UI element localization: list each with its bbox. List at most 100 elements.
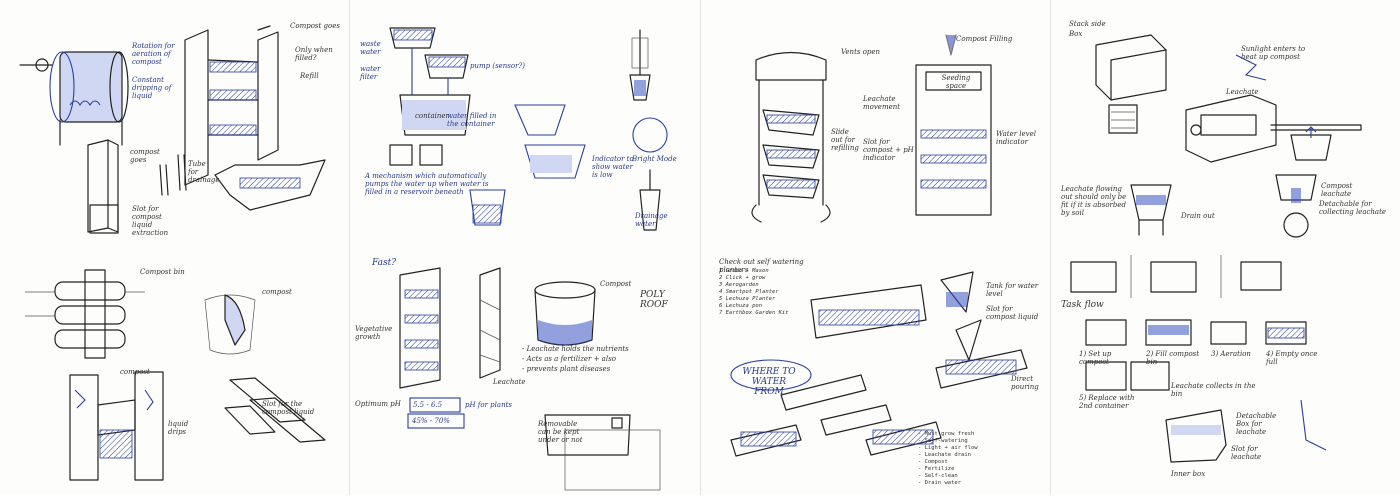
ph-range-box	[407, 397, 631, 456]
flat-tray-sketch	[224, 377, 326, 443]
note-seeding-space: Seeding space	[941, 74, 971, 90]
note-compost-goes: Compost goes	[290, 22, 340, 30]
note-prevents-disease: - prevents plant diseases	[522, 365, 611, 373]
note-vents-open: Vents open	[841, 48, 881, 56]
front-planter-sketch	[915, 34, 992, 216]
panel-1-compost-sketches: Rotation for aeration of compost Constan…	[0, 0, 349, 495]
note-slot-liquid-p3: Slot for compost liquid	[986, 305, 1039, 321]
note-slot-leachate-p4: Slot for leachate	[1231, 445, 1262, 461]
planter-list-item: 4 Smartpot Planter	[719, 289, 779, 295]
compost-box-sketch	[1185, 94, 1362, 163]
note-water-filled: water filled in the container	[447, 112, 497, 128]
panel-divider	[700, 0, 701, 495]
note-indicator-low: Indicator to show water is low	[592, 155, 634, 179]
note-slide-out: Slide out for refilling	[831, 128, 859, 152]
note-optimum-ph: Optimum pH	[355, 400, 401, 408]
checklist-box	[564, 429, 661, 491]
channel-sketches	[730, 349, 1028, 457]
note-compost-b: compost	[120, 368, 150, 376]
note-slot-compost-liquid: Slot for the compost liquid	[262, 400, 315, 416]
checklist-item: - Self-watering	[918, 438, 968, 444]
panel-4-box-sketches: Stack side Box Sunlight enters to heat u…	[1051, 0, 1400, 495]
checklist-item: - Fertilize	[918, 466, 955, 472]
note-step-5: 5) Replace with 2nd container	[1079, 394, 1135, 410]
note-leachate-movement: Leachate movement	[863, 95, 901, 111]
note-bright-mode: Bright Mode	[632, 155, 677, 163]
note-rotation: Rotation for aeration of compost	[132, 42, 175, 66]
trough-sketch	[810, 271, 982, 361]
note-step-4: 4) Empty once full	[1266, 350, 1318, 366]
vertical-rack-sketch	[399, 267, 501, 389]
panel-3-drawings	[730, 34, 1028, 457]
note-compost-bin: Compost bin	[140, 268, 185, 276]
drum-sketch	[19, 51, 129, 146]
note-direct-pouring: Direct pouring	[1011, 375, 1039, 391]
note-slot-ph: Slot for compost + pH indicator	[863, 138, 914, 162]
note-waste-water: waste water	[360, 40, 381, 56]
panel-divider	[1050, 0, 1051, 495]
vertical-planter-sketch	[751, 51, 831, 223]
planter-list-item: 7 Earthbox Garden Kit	[719, 310, 789, 316]
note-detachable-box: Detachable Box for leachate	[1236, 412, 1277, 436]
note-leachate-p2: Leachate	[493, 378, 526, 386]
checklist-item: - Must grow fresh	[918, 431, 975, 437]
glass-box-sketch	[1095, 34, 1267, 101]
note-step-2: 2) Fill compost bin	[1146, 350, 1200, 366]
note-only-when-filled: Only when filled?	[295, 46, 333, 62]
filter-box-sketch	[1108, 104, 1138, 134]
note-poly-roof: POLY ROOF	[640, 290, 668, 310]
tube-sketch	[87, 139, 187, 234]
note-water-level: Water level indicator	[996, 130, 1037, 146]
panel-2-water-sketches: waste water water filter pump (sensor?) …	[350, 0, 978, 495]
note-slot-extraction: Slot for compost liquid extraction	[132, 205, 169, 237]
tray-sketch	[214, 159, 326, 211]
ph-range-value: 5.5 - 6.5	[413, 401, 443, 409]
note-compost-a: compost	[262, 288, 292, 296]
bowl-sketch	[469, 104, 586, 226]
note-inner-box: Inner box	[1171, 470, 1206, 478]
note-container: container	[415, 112, 449, 120]
note-fertilizer: - Acts as a fertilizer + also	[522, 355, 616, 363]
note-compost-filling: Compost Filling	[956, 35, 1013, 43]
pot-sketch	[204, 294, 256, 355]
note-compost-leachate: Compost leachate	[1321, 182, 1353, 198]
note-drainage-water: Drainage water	[635, 212, 668, 228]
note-step-1: 1) Set up compost	[1079, 350, 1112, 366]
checklist-item: - Self-clean	[918, 473, 958, 479]
note-check-planters: Check out self watering planters	[719, 258, 804, 274]
checklist: - Must grow fresh - Self-watering - Ligh…	[918, 431, 1010, 487]
panel-1-drawings	[19, 25, 326, 481]
note-refill: Refill	[300, 72, 319, 80]
pump-system-sketch	[389, 27, 471, 166]
panel-2-drawings	[389, 27, 668, 491]
note-box: Box	[1069, 30, 1083, 38]
planter-list: 1 Grobo + Mason 2 Click + grow 3 Aerogar…	[719, 268, 819, 317]
note-compost-goes-2: compost goes	[130, 148, 160, 164]
inner-box-sketch	[1165, 399, 1327, 463]
note-step-3: 3) Aeration	[1211, 350, 1251, 358]
task-flow-sketch	[1070, 255, 1307, 391]
leachate-funnel-sketch	[1130, 174, 1317, 238]
checklist-item: - Compost	[918, 459, 948, 465]
planter-list-item: 2 Click + grow	[719, 275, 766, 281]
ph-range-label: pH for plants	[465, 401, 512, 409]
note-pump: pump (sensor?)	[470, 62, 525, 70]
note-drain-out: Drain out	[1181, 212, 1215, 220]
note-tube-drainage: Tube for drainage	[188, 160, 220, 184]
note-leachate-collects: Leachate collects in the bin	[1171, 382, 1256, 398]
note-compost-p2: Compost	[600, 280, 632, 288]
panel-divider	[349, 0, 350, 495]
note-detachable: Detachable for collecting leachate	[1319, 200, 1387, 216]
compost-jar-sketch	[534, 281, 596, 346]
panel-4-drawings	[1070, 34, 1362, 463]
note-fast: Fast?	[372, 258, 397, 268]
note-sunlight: Sunlight enters to heat up compost	[1241, 45, 1306, 61]
checklist-item: - Drain water	[918, 480, 962, 486]
planter-list-item: 3 Aerogarden	[719, 282, 759, 288]
panel-3-planter-sketches: Vents open Compost Filling Seeding space…	[701, 0, 1050, 495]
humidity-range-value: 45% - 70%	[412, 417, 450, 425]
planter-list-item: 5 Lechuza Planter	[719, 296, 776, 302]
dropper-sketch	[629, 29, 668, 231]
planter-list-item: 6 Lechuza pon	[719, 303, 763, 309]
